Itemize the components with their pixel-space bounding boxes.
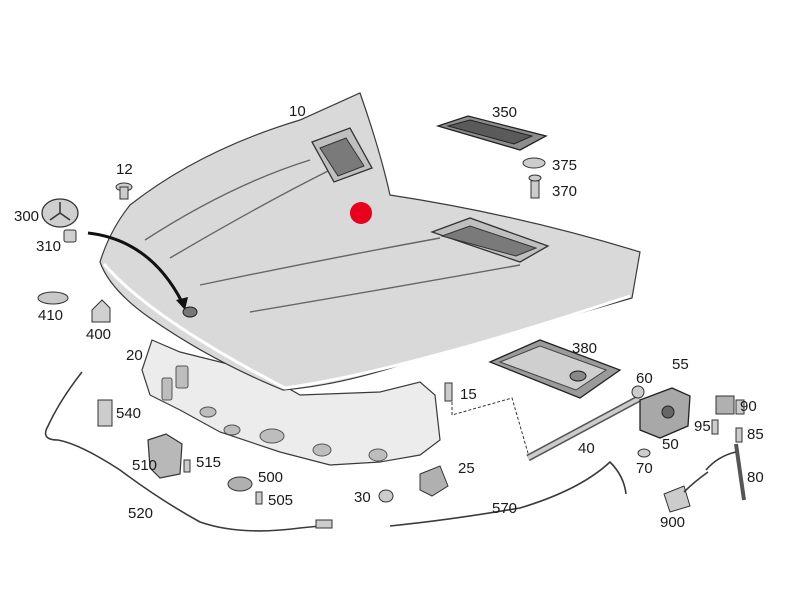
pad-410	[37, 291, 69, 305]
release-cable-570	[389, 460, 627, 527]
emblem-arrow	[87, 231, 184, 303]
callout-30: 30	[354, 489, 371, 506]
callout-95: 95	[694, 418, 711, 435]
callout-12: 12	[116, 161, 133, 178]
callout-380: 380	[572, 340, 597, 357]
callout-70: 70	[636, 460, 653, 477]
callout-375: 375	[552, 157, 577, 174]
star-emblem	[41, 198, 79, 228]
bracket-510	[147, 433, 183, 479]
callout-labels: 10 12 300 310 410 400 350 375 370 20 380…	[14, 103, 764, 531]
emblem-clip	[63, 229, 77, 243]
callout-10: 10	[289, 103, 306, 120]
vent-grille-350	[435, 115, 548, 151]
gas-strut-40	[526, 394, 642, 462]
cable-end	[315, 519, 333, 529]
callout-85: 85	[747, 426, 764, 443]
screw-505	[255, 491, 263, 505]
callout-500: 500	[258, 469, 283, 486]
callout-310: 310	[36, 238, 61, 255]
clip-30	[378, 489, 394, 503]
callout-370: 370	[552, 183, 577, 200]
switch-900	[663, 471, 709, 513]
screw-515	[183, 459, 191, 473]
callout-570: 570	[492, 500, 517, 517]
callout-15: 15	[460, 386, 477, 403]
callout-505: 505	[268, 492, 293, 509]
rod-80	[705, 443, 746, 501]
hood-crease-lines	[144, 159, 521, 313]
callout-520: 520	[128, 505, 153, 522]
release-cable-520	[44, 371, 321, 532]
callout-80: 80	[747, 469, 764, 486]
cover-plate-380	[488, 339, 622, 399]
screw-12	[115, 182, 133, 200]
callout-60: 60	[636, 370, 653, 387]
callout-300: 300	[14, 208, 39, 225]
hood-vent-right	[430, 217, 550, 263]
callout-410: 410	[38, 307, 63, 324]
pin-15	[444, 382, 453, 402]
callout-400: 400	[86, 326, 111, 343]
emblem-arrow-head	[176, 297, 188, 310]
callout-55: 55	[672, 356, 689, 373]
nut-70	[637, 448, 651, 458]
striker-90	[715, 395, 745, 415]
part-540	[97, 399, 113, 427]
callout-515: 515	[196, 454, 221, 471]
callout-540: 540	[116, 405, 141, 422]
callout-510: 510	[132, 457, 157, 474]
callout-50: 50	[662, 436, 679, 453]
hood-edge-highlight	[102, 263, 631, 390]
ring-375	[522, 157, 546, 169]
callout-25: 25	[458, 460, 475, 477]
bumper-400	[91, 299, 111, 323]
part-25	[419, 465, 449, 497]
leader-15	[451, 397, 531, 461]
red-marker-dot	[350, 202, 372, 224]
hood-vent-left	[311, 127, 373, 183]
liner-cutouts	[161, 365, 388, 462]
callout-20: 20	[126, 347, 143, 364]
bolt-95	[711, 419, 719, 435]
callout-40: 40	[578, 440, 595, 457]
part-500	[227, 476, 253, 492]
bolt-85	[735, 427, 743, 443]
callout-350: 350	[492, 104, 517, 121]
bolt-370	[528, 174, 542, 199]
latch-assembly	[631, 385, 691, 439]
engine-hood	[99, 92, 641, 391]
emblem-mount-hole	[182, 306, 198, 318]
callout-900: 900	[660, 514, 685, 531]
callout-90: 90	[740, 398, 757, 415]
